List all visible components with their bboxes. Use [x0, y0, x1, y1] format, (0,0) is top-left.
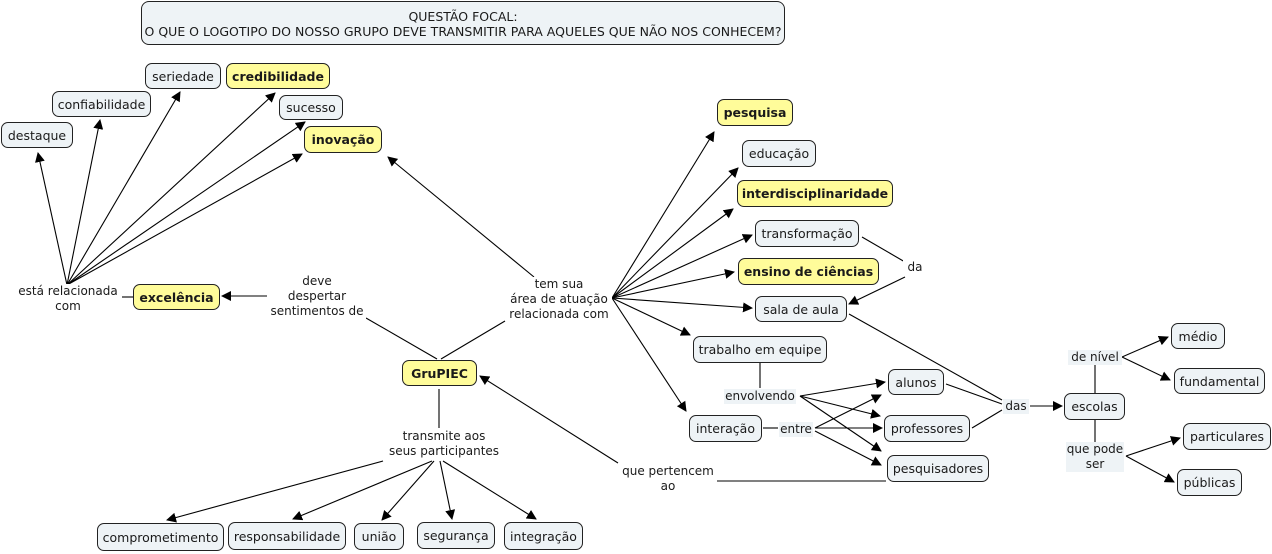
concept-seriedade[interactable]: seriedade	[145, 63, 221, 89]
concept-sucesso[interactable]: sucesso	[279, 95, 343, 120]
concept-escolas[interactable]: escolas	[1064, 393, 1125, 420]
link-das[interactable]: das	[1003, 399, 1029, 414]
concept-medio[interactable]: médio	[1171, 323, 1225, 349]
edge-alunos-das	[945, 383, 1003, 405]
edge-tem-ensino	[611, 268, 735, 299]
edge-transformacao-da	[861, 236, 906, 263]
concept-particulares[interactable]: particulares	[1183, 423, 1271, 450]
link-transmite[interactable]: transmite aos seus participantes	[382, 429, 506, 459]
edge-entre-pesquisadores	[814, 430, 882, 466]
edge-da-sala	[848, 276, 906, 305]
link-de-nivel[interactable]: de nível	[1068, 350, 1122, 365]
edge-tem-educacao	[611, 167, 739, 299]
concept-confiabilidade[interactable]: confiabilidade	[52, 91, 151, 117]
link-esta-relacionada[interactable]: está relacionada com	[14, 284, 122, 314]
edge-transmite-uniao	[381, 460, 435, 521]
edge-envolvendo-professores	[799, 395, 881, 419]
edge-esta-confiabilidade	[66, 119, 104, 286]
concept-transformacao[interactable]: transformação	[755, 220, 859, 247]
concept-credibilidade[interactable]: credibilidade	[226, 63, 330, 89]
edge-quepode-publicas	[1125, 455, 1175, 483]
edge-denivel-fundamental	[1121, 356, 1171, 381]
concept-excelencia[interactable]: excelência	[133, 284, 220, 310]
concept-ensino-de-ciencias[interactable]: ensino de ciências	[738, 258, 879, 285]
concept-grupiec[interactable]: GruPIEC	[402, 360, 477, 386]
focal-question-title: QUESTÃO FOCAL:	[408, 9, 518, 24]
edge-entre-alunos	[814, 394, 882, 429]
concept-sala-de-aula[interactable]: sala de aula	[755, 296, 847, 322]
edge-envolvendo-alunos	[799, 378, 886, 397]
edge-esta-inovacao	[66, 153, 303, 286]
concept-uniao[interactable]: união	[354, 523, 404, 550]
concept-educacao[interactable]: educação	[742, 140, 816, 167]
edge-tem-pesquisa	[611, 131, 715, 299]
edge-sala-das	[848, 313, 1003, 401]
concept-alunos[interactable]: alunos	[888, 369, 944, 395]
edge-tem-transformacao	[611, 234, 753, 299]
concept-fundamental[interactable]: fundamental	[1174, 368, 1265, 394]
link-envolvendo[interactable]: envolvendo	[724, 389, 796, 404]
edge-denivel-medio	[1121, 336, 1169, 358]
concept-inovacao[interactable]: inovação	[304, 126, 382, 153]
concept-pesquisa[interactable]: pesquisa	[717, 99, 793, 126]
edge-esta-destaque	[35, 152, 68, 286]
concept-destaque[interactable]: destaque	[1, 122, 73, 148]
concept-trabalho-em-equipe[interactable]: trabalho em equipe	[693, 336, 827, 363]
link-entre[interactable]: entre	[779, 422, 813, 437]
edge-tem-interdisciplinaridade	[611, 208, 734, 299]
link-tem-sua-area[interactable]: tem sua área de atuação relacionada com	[506, 277, 612, 322]
edge-grupiec-deve	[365, 317, 438, 360]
focal-question[interactable]: QUESTÃO FOCAL: O QUE O LOGOTIPO DO NOSSO…	[141, 1, 785, 45]
edge-transmite-comprometimento	[166, 460, 384, 523]
concept-responsabilidade[interactable]: responsabilidade	[228, 522, 346, 550]
edge-esta-sucesso	[66, 121, 306, 286]
concept-interdisciplinaridade[interactable]: interdisciplinaridade	[737, 180, 893, 207]
edge-envolvendo-pesquisadores	[799, 395, 882, 452]
edge-transmite-seguranca	[439, 460, 456, 520]
edge-esta-seriedade	[66, 91, 181, 286]
link-que-pode-ser[interactable]: que pode ser	[1066, 442, 1124, 472]
concept-integracao[interactable]: integração	[504, 522, 583, 550]
edge-transmite-responsabilidade	[292, 460, 433, 521]
link-deve-despertar[interactable]: deve despertar sentimentos de	[268, 274, 366, 319]
edge-tem-sala	[611, 297, 753, 313]
edge-tem-interacao	[611, 297, 687, 412]
concept-comprometimento[interactable]: comprometimento	[97, 523, 224, 551]
concept-interacao[interactable]: interação	[689, 415, 762, 442]
edge-professores-das	[971, 409, 1003, 429]
concept-publicas[interactable]: públicas	[1177, 469, 1242, 496]
link-que-pertencem[interactable]: que pertencem ao	[619, 464, 717, 494]
edge-quepertencem-grupiec	[479, 375, 619, 464]
edge-quepode-particulares	[1125, 436, 1181, 457]
edge-transmite-integracao	[442, 460, 537, 520]
edge-grupiec-tem	[440, 320, 506, 360]
concept-pesquisadores[interactable]: pesquisadores	[887, 455, 989, 482]
edge-tem-trabalho	[611, 297, 691, 336]
edge-esta-credibilidade	[66, 92, 276, 286]
focal-question-text: O QUE O LOGOTIPO DO NOSSO GRUPO DEVE TRA…	[144, 24, 782, 39]
edge-tem-inovacao	[387, 156, 535, 278]
concept-professores[interactable]: professores	[884, 415, 970, 442]
link-da[interactable]: da	[903, 260, 927, 275]
concept-seguranca[interactable]: segurança	[417, 522, 495, 549]
